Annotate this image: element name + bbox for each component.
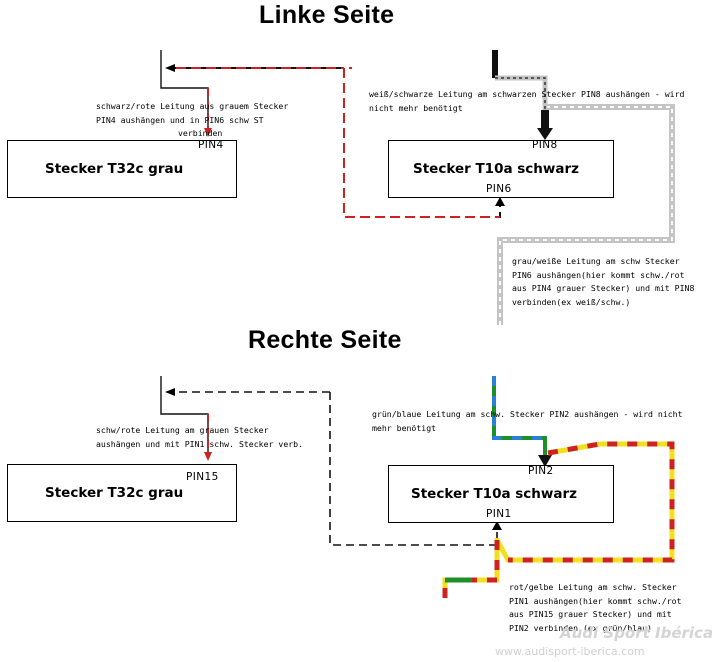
right-pin15-label: PIN15 <box>186 471 219 483</box>
left-box-t32c-label: Stecker T32c grau <box>45 161 184 177</box>
left-pin6-label: PIN6 <box>486 183 512 195</box>
left-box-t32c-grau: Stecker T32c grau <box>7 140 237 198</box>
left-pin8-label: PIN8 <box>532 139 558 151</box>
left-note-red-black-line-2: PIN4 aushängen und in PIN6 schw ST <box>96 114 264 125</box>
right-wire-green-blue <box>492 376 552 467</box>
right-note-red-yellow-line-3: aus PIN15 grauer Stecker) und mit <box>509 609 672 619</box>
left-note-red-black-line-1: schwarz/rote Leitung aus grauem Stecker <box>96 101 289 111</box>
right-box-t32c-label: Stecker T32c grau <box>45 485 184 501</box>
left-box-t10a-schwarz: Stecker T10a schwarz <box>388 140 614 198</box>
right-note-green-blue-line-2: mehr benötigt <box>372 422 437 433</box>
right-box-t10a-schwarz: Stecker T10a schwarz <box>388 465 614 523</box>
watermark-brand: Audi Sport Ibérica <box>560 624 714 642</box>
right-wire-red-yellow <box>442 441 675 598</box>
left-box-t10a-label: Stecker T10a schwarz <box>413 161 580 177</box>
right-note-red-black-line-2: aushängen und mit PIN1 schw. Stecker ver… <box>96 438 304 449</box>
left-note-white-black: weiß/schwarze Leitung am schwarzen Steck… <box>369 88 684 115</box>
right-wire-black-red <box>160 376 502 546</box>
left-note-grey-white-line-2: PIN6 aushängen(hier kommt schw./rot <box>512 269 685 280</box>
right-note-green-blue-line-1: grün/blaue Leitung am schw. Stecker PIN2… <box>372 409 683 419</box>
right-note-red-yellow-line-4: PIN2 verbinden (ex grün/blau) <box>509 622 652 633</box>
left-note-red-black: schwarz/rote Leitung aus grauem Stecker … <box>96 100 288 141</box>
right-note-red-yellow-line-1: rot/gelbe Leitung am schw. Stecker <box>509 582 677 592</box>
watermark-url: www.audisport-iberica.com <box>495 645 645 658</box>
left-wire-grey-white <box>497 104 675 325</box>
left-note-white-black-line-2: nicht mehr benötigt <box>369 102 463 113</box>
left-note-grey-white: grau/weiße Leitung am schw Stecker PIN6 … <box>512 255 694 309</box>
right-note-red-black-line-1: schw/rote Leitung am grauen Stecker <box>96 425 269 435</box>
right-note-red-yellow: rot/gelbe Leitung am schw. Stecker PIN1 … <box>509 581 682 635</box>
right-box-t32c-grau: Stecker T32c grau <box>7 464 237 522</box>
left-wire-white-black <box>492 50 553 140</box>
right-pin2-label: PIN2 <box>528 465 554 477</box>
right-note-red-black: schw/rote Leitung am grauen Stecker aush… <box>96 424 303 451</box>
left-pin4-label: PIN4 <box>198 139 224 151</box>
right-note-green-blue: grün/blaue Leitung am schw. Stecker PIN2… <box>372 408 683 435</box>
left-note-red-black-line-3: verbinden <box>178 128 223 138</box>
right-pin1-label: PIN1 <box>486 508 512 520</box>
left-note-grey-white-line-1: grau/weiße Leitung am schw Stecker <box>512 256 680 266</box>
left-wire-black-red <box>160 50 505 218</box>
left-note-grey-white-line-4: verbinden(ex weiß/schw.) <box>512 296 631 307</box>
left-note-grey-white-line-3: aus PIN4 grauer Stecker) und mit PIN8 <box>512 283 695 293</box>
left-note-white-black-line-1: weiß/schwarze Leitung am schwarzen Steck… <box>369 89 685 99</box>
right-note-red-yellow-line-2: PIN1 aushängen(hier kommt schw./rot <box>509 595 682 606</box>
title-left-side: Linke Seite <box>259 1 395 29</box>
title-right-side: Rechte Seite <box>248 326 402 354</box>
right-box-t10a-label: Stecker T10a schwarz <box>411 486 578 502</box>
